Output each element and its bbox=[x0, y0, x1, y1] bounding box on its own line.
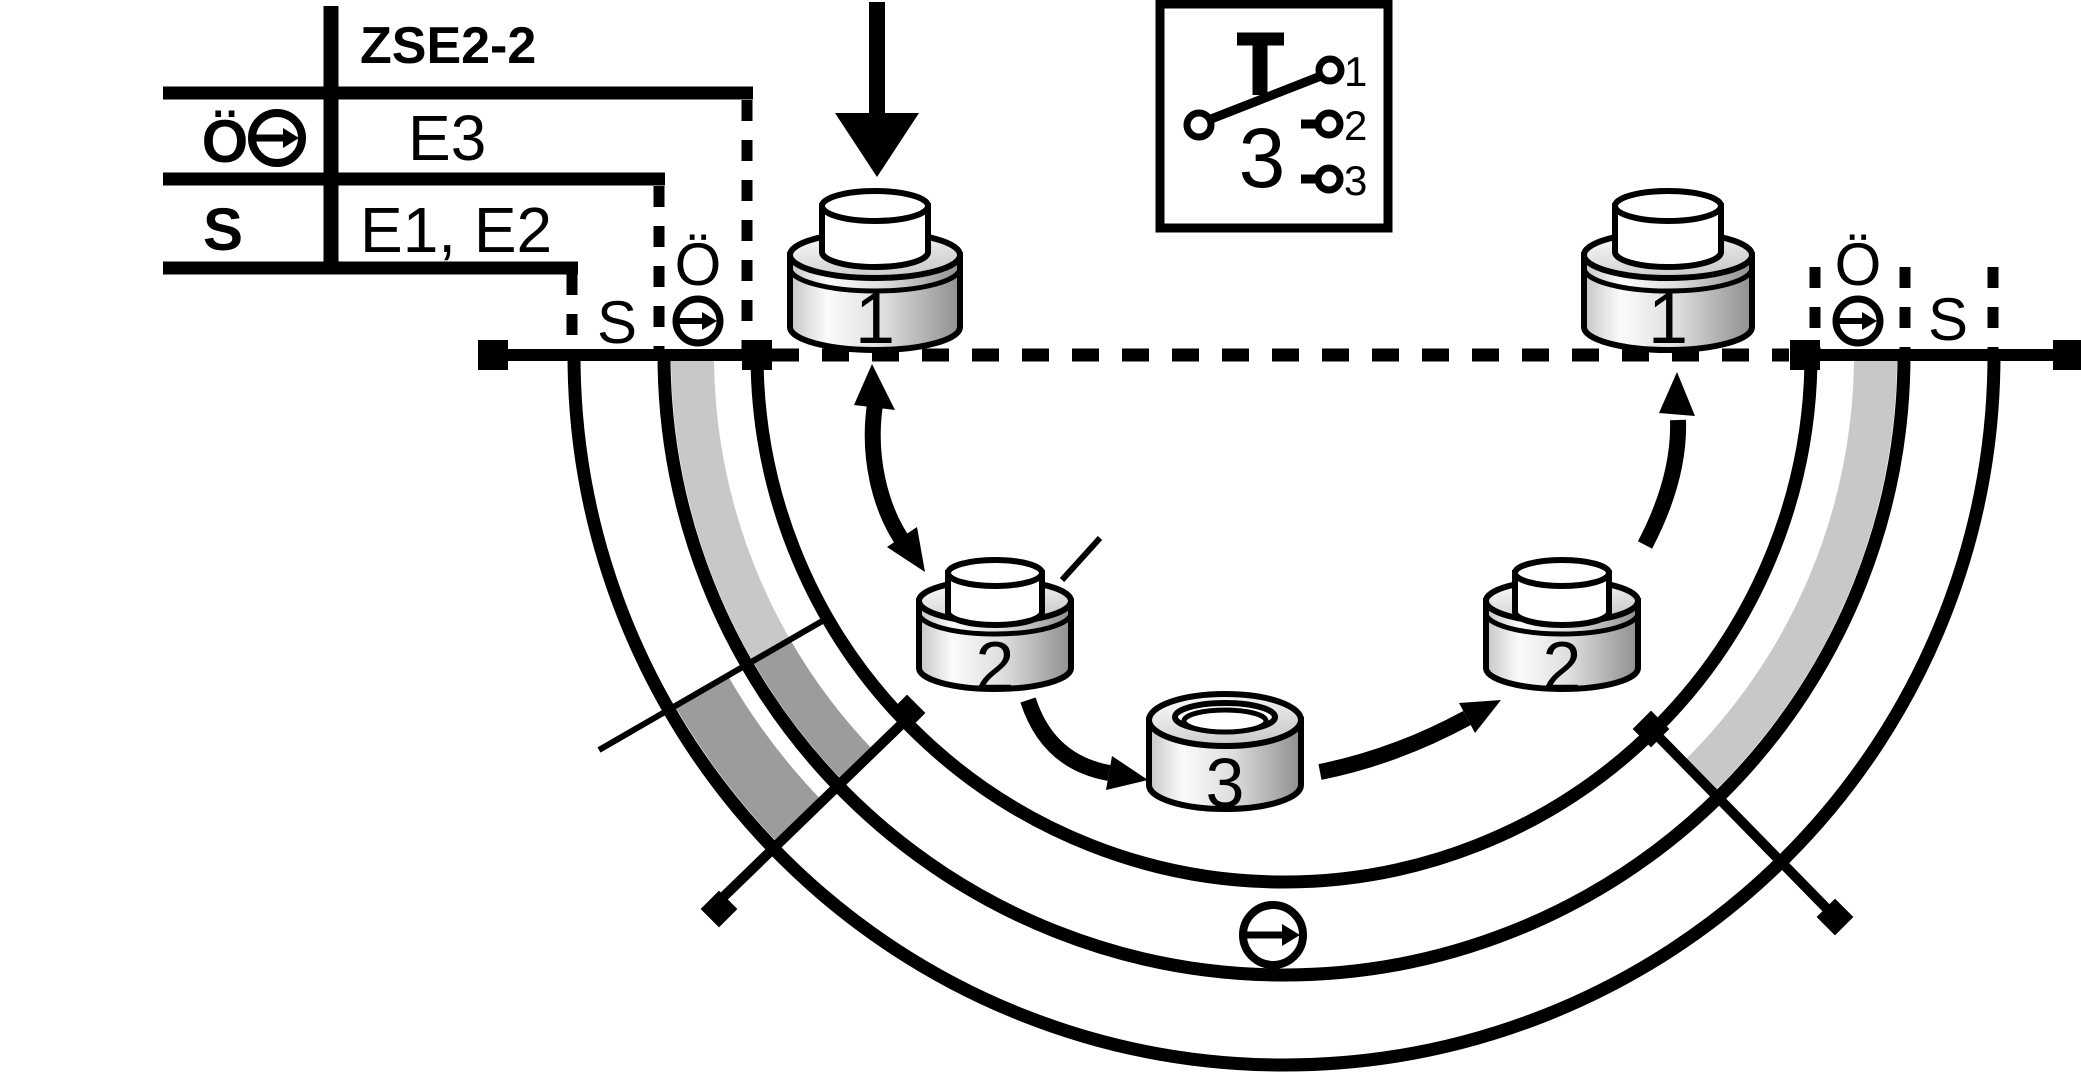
band-left-medium-outer bbox=[675, 676, 823, 844]
end-square bbox=[2053, 340, 2081, 370]
legend-table: ZSE2-2 Ö E3 S E1, E2 bbox=[163, 6, 753, 275]
terminal-2-label: 2 bbox=[1344, 102, 1367, 149]
rotation-direction-icon bbox=[1239, 901, 1307, 969]
button-number: 3 bbox=[1206, 744, 1245, 822]
diamond-marker bbox=[1816, 898, 1854, 936]
thin-radial-line-left bbox=[597, 613, 833, 753]
arrows bbox=[835, 2, 1695, 790]
thick-radial-left bbox=[700, 694, 926, 928]
pointer-tick-left-button2 bbox=[1059, 535, 1103, 583]
band-right-light bbox=[1682, 355, 1897, 793]
terminal-1-label: 1 bbox=[1344, 48, 1367, 95]
plunger-top bbox=[1512, 557, 1612, 589]
zone-markers-right: Ö S bbox=[1809, 231, 1999, 353]
zone-markers-left: S Ö bbox=[566, 100, 753, 356]
button-pos1-right: 1 bbox=[1581, 188, 1755, 359]
band-left-light bbox=[671, 355, 791, 662]
terminal-1 bbox=[1315, 55, 1345, 85]
recess-hole bbox=[1181, 707, 1269, 735]
band-left-medium-inner bbox=[753, 640, 874, 781]
arc-outer bbox=[567, 354, 2001, 1072]
zone-o-label-left: Ö bbox=[675, 231, 722, 298]
circle-right-arrow-icon bbox=[672, 295, 724, 347]
diamond-marker bbox=[1632, 710, 1670, 748]
zone-s-label-left: S bbox=[597, 289, 637, 356]
press-down-arrow bbox=[835, 2, 919, 177]
arrow-pos3-to-pos2-right bbox=[1318, 700, 1501, 780]
circle-right-arrow-icon bbox=[1832, 295, 1884, 347]
button-number: 1 bbox=[855, 279, 895, 359]
button-number: 2 bbox=[976, 627, 1015, 705]
legend-row2-label: S bbox=[203, 196, 243, 263]
plunger-top bbox=[819, 188, 931, 224]
button-pos3-pressed: 3 bbox=[1146, 691, 1304, 822]
button-pos2-right: 2 bbox=[1483, 557, 1641, 705]
zone-o-label-right: Ö bbox=[1835, 231, 1882, 298]
button-pos1-left: 1 bbox=[787, 188, 963, 359]
legend-title: ZSE2-2 bbox=[360, 17, 536, 75]
terminal-2 bbox=[1314, 109, 1344, 139]
button-number: 2 bbox=[1543, 627, 1582, 705]
plunger-top bbox=[945, 557, 1045, 589]
actuator-t-icon bbox=[1237, 32, 1284, 95]
diamond-marker bbox=[888, 694, 926, 732]
terminal-3-label: 3 bbox=[1344, 157, 1367, 204]
zone-s-label-right: S bbox=[1928, 286, 1968, 353]
legend-row2-value: E1, E2 bbox=[360, 194, 552, 266]
circle-right-arrow-icon bbox=[248, 109, 306, 167]
selector-position-number: 3 bbox=[1239, 111, 1286, 205]
arc-middle bbox=[657, 354, 1911, 982]
baseline bbox=[478, 340, 2081, 370]
end-square bbox=[478, 340, 508, 370]
switch-symbol-box: 1 2 3 3 bbox=[1155, 0, 1393, 233]
arc-inner bbox=[750, 354, 1818, 889]
button-number: 1 bbox=[1648, 279, 1688, 359]
end-square bbox=[1790, 340, 1820, 370]
double-arrow-pos1-pos2-left bbox=[854, 364, 925, 572]
terminal-3 bbox=[1314, 164, 1344, 194]
arrow-pos2-to-pos3 bbox=[1020, 697, 1148, 790]
legend-row1-value: E3 bbox=[408, 102, 486, 174]
thick-radial-right bbox=[1632, 710, 1854, 936]
cam-track bbox=[567, 354, 2001, 1072]
arrow-pos2-to-pos1-right bbox=[1637, 372, 1695, 549]
pivot-terminal bbox=[1183, 109, 1215, 141]
plunger-top bbox=[1612, 188, 1724, 224]
legend-row1-label: Ö bbox=[202, 108, 249, 175]
moving-contact-line bbox=[1204, 69, 1328, 126]
button-pos2-left: 2 bbox=[916, 557, 1074, 705]
diamond-marker bbox=[700, 890, 738, 928]
